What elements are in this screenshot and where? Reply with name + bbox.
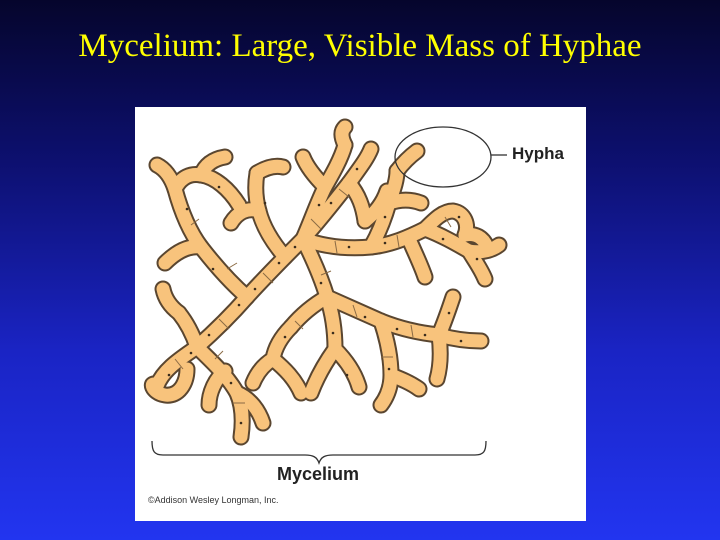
mycelium-label: Mycelium	[277, 464, 360, 484]
hyphae-fill	[145, 120, 506, 444]
mycelium-bracket	[151, 440, 487, 466]
copyright-notice: ©Addison Wesley Longman, Inc.	[148, 495, 279, 505]
nuclei	[167, 167, 479, 425]
mycelium-figure: Hypha Mycelium ©Addison Wesley Longman, …	[135, 107, 586, 521]
slide-title: Mycelium: Large, Visible Mass of Hyphae	[78, 28, 642, 64]
septa	[174, 188, 452, 404]
mycelium-illustration	[143, 118, 508, 466]
hypha-callout-ellipse	[394, 126, 492, 188]
hypha-label: Hypha	[512, 144, 564, 163]
